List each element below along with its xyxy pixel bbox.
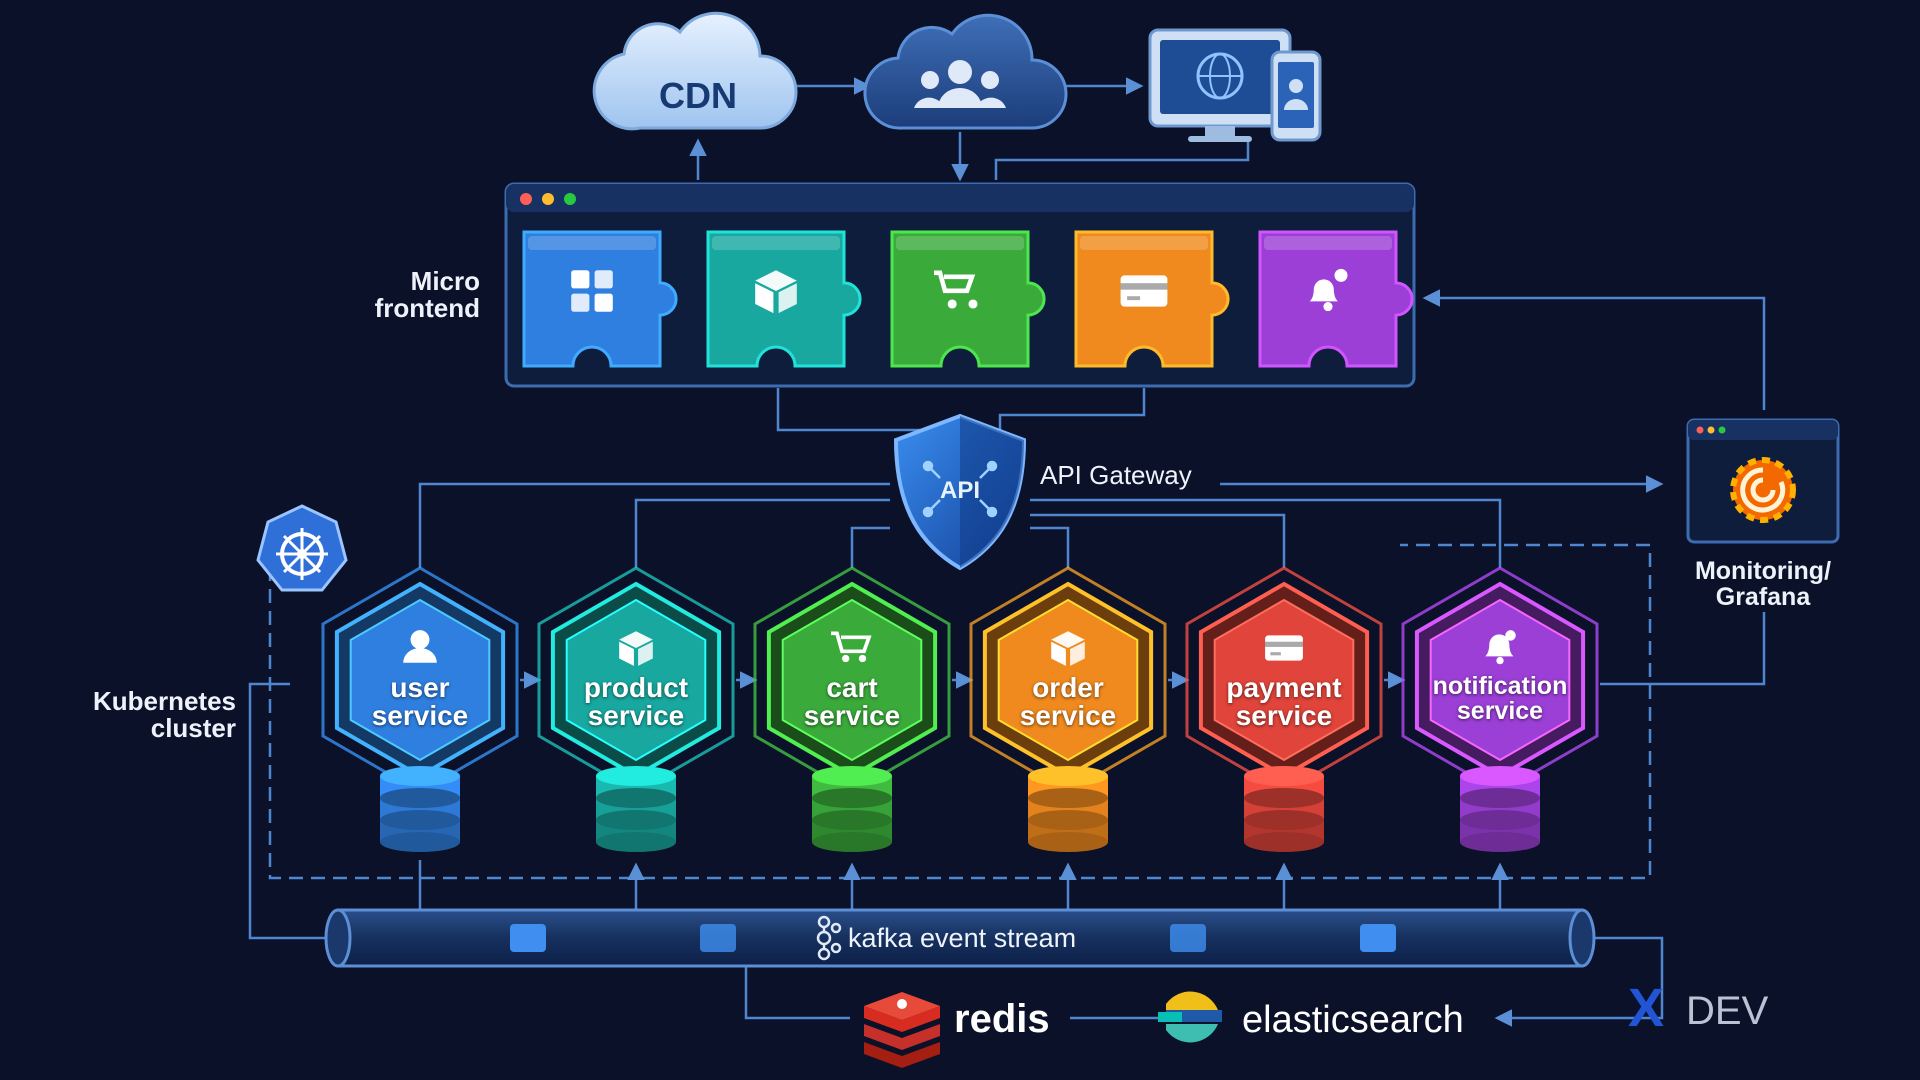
micro-frontend-label-line1: Micro	[410, 266, 480, 296]
service-node	[969, 566, 1167, 852]
service-node	[1401, 566, 1599, 852]
kubernetes-wheel-icon	[256, 504, 348, 592]
cdn-label: CDN	[659, 75, 737, 116]
service-label-line2: service	[1019, 700, 1117, 731]
kubernetes-cluster-label: Kubernetes cluster	[80, 686, 236, 744]
api-gateway-shield: API	[893, 413, 1027, 571]
micro-frontend-piece	[1074, 230, 1230, 368]
micro-frontend-pieces	[522, 230, 1414, 368]
micro-frontend-piece	[706, 230, 862, 368]
database-icon	[1460, 766, 1540, 852]
redis-icon	[864, 992, 940, 1068]
service-node	[321, 566, 519, 852]
devices-icon	[1148, 28, 1322, 142]
api-gateway-label: API Gateway	[1040, 460, 1192, 490]
cart-icon	[831, 631, 872, 663]
service-label-line2: service	[587, 700, 685, 731]
service-label-line1: product	[583, 672, 689, 703]
micro-frontend-label-line2: frontend	[374, 293, 480, 324]
grafana-window	[1686, 418, 1840, 544]
kafka-icon	[816, 915, 842, 961]
kafka-pipe: kafka event stream	[324, 908, 1596, 968]
service-node	[1185, 566, 1383, 852]
monitoring-label-line1: Monitoring/	[1694, 557, 1832, 585]
service-node	[537, 566, 735, 852]
database-icon	[812, 766, 892, 852]
service-label-line2: service	[1456, 697, 1544, 725]
window-minimize-dot	[542, 193, 554, 205]
redis-logo: redis	[864, 992, 1050, 1068]
cdn-cloud: CDN	[592, 11, 798, 131]
service-label-line2: service	[371, 700, 469, 731]
service-label-line1: order	[1032, 672, 1104, 703]
database-icon	[1028, 766, 1108, 852]
bell-icon	[1485, 630, 1516, 665]
kubernetes-label-line1: Kubernetes	[92, 686, 236, 716]
window-maximize-dot	[564, 193, 576, 205]
box-icon	[1051, 631, 1085, 666]
service-label-line1: payment	[1226, 672, 1342, 703]
watermark-text: DEV	[1686, 989, 1769, 1033]
bell-icon	[1309, 268, 1348, 312]
dev-watermark: X DEV	[1628, 978, 1769, 1038]
services-row	[321, 566, 1599, 852]
database-icon	[1244, 766, 1324, 852]
micro-frontend-label: Micro frontend	[360, 266, 480, 324]
grafana-icon	[1730, 457, 1796, 523]
credit-card-icon	[1265, 635, 1303, 661]
box-icon	[619, 631, 653, 666]
watermark-x-mark: X	[1628, 978, 1664, 1038]
elasticsearch-label: elasticsearch	[1242, 999, 1464, 1041]
monitoring-label-line2: Grafana	[1715, 583, 1811, 612]
users-cloud	[863, 13, 1068, 130]
users-icon	[914, 60, 1006, 108]
kafka-label: kafka event stream	[848, 923, 1076, 953]
monitoring-label: Monitoring/ Grafana	[1672, 558, 1854, 611]
database-icon	[596, 766, 676, 852]
service-label-line1: cart	[826, 672, 878, 703]
service-label-line1: notification	[1432, 672, 1568, 700]
micro-frontend-piece	[890, 230, 1046, 368]
connector-lines	[248, 77, 1766, 1027]
puzzle-icon	[571, 270, 613, 312]
elasticsearch-logo: elasticsearch	[1158, 991, 1464, 1043]
box-icon	[755, 270, 797, 314]
service-node	[753, 566, 951, 852]
window-close-dot	[520, 193, 532, 205]
micro-frontend-piece	[522, 230, 678, 368]
user-icon	[403, 630, 437, 663]
database-icon	[380, 766, 460, 852]
cart-icon	[934, 270, 978, 309]
redis-label: redis	[954, 997, 1050, 1041]
service-label-line2: service	[1235, 700, 1333, 731]
micro-frontend-piece	[1258, 230, 1414, 368]
service-label-line2: service	[803, 700, 901, 731]
credit-card-icon	[1120, 275, 1168, 307]
api-shield-text: API	[940, 477, 980, 504]
kafka-messages	[510, 924, 1396, 952]
service-label-line1: user	[390, 672, 450, 703]
kubernetes-label-line2: cluster	[150, 713, 236, 744]
elasticsearch-icon	[1158, 991, 1222, 1043]
